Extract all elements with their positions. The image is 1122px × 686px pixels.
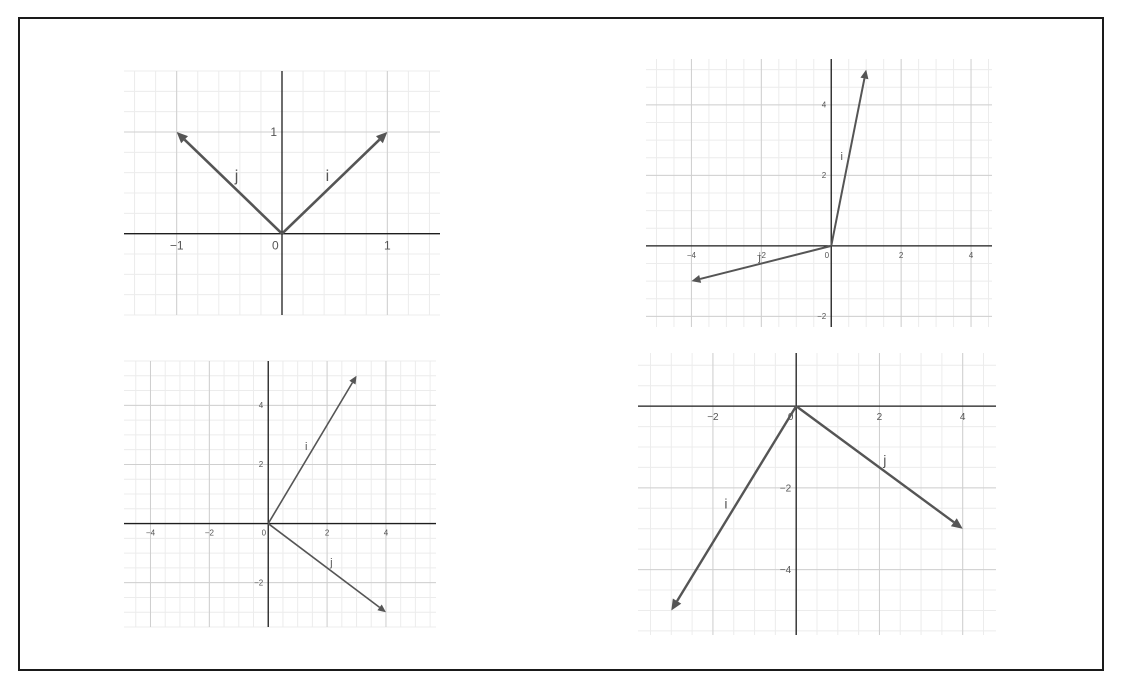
vector-label-i: i (840, 151, 842, 163)
x-tick-label: −2 (757, 251, 767, 260)
vector-shaft (830, 78, 866, 247)
vector-i: i (267, 375, 357, 524)
vector-shaft (267, 382, 354, 524)
vector-label-j: j (882, 452, 886, 468)
x-tick-label: 0 (825, 251, 830, 260)
coordinate-plane-top-right: −4 −2 0 2 4 −2 2 4 i j (646, 59, 992, 327)
vector-shaft (795, 405, 955, 524)
x-tick-label: −2 (205, 529, 215, 538)
y-tick-label: −2 (817, 312, 827, 321)
y-tick-label: −2 (780, 483, 792, 494)
y-tick-label: 2 (259, 460, 264, 469)
x-tick-label: 1 (384, 239, 391, 253)
coordinate-plane-bottom-right: −2 0 2 4 −2 −4 i j (638, 353, 996, 635)
coordinate-plane-top-left: −1 0 1 1 i j (124, 70, 440, 316)
vector-i: i (830, 69, 869, 247)
x-tick-label: −2 (707, 412, 719, 423)
x-tick-label: −4 (146, 529, 156, 538)
x-tick-label: 4 (384, 529, 389, 538)
y-tick-label: 4 (822, 101, 827, 110)
arrowhead (377, 604, 386, 613)
x-tick-label: 4 (969, 251, 974, 260)
vector-i: i (281, 132, 388, 235)
vector-label-i: i (326, 168, 330, 185)
y-tick-label: −4 (780, 565, 792, 576)
x-tick-label: −1 (170, 239, 184, 253)
y-tick-label: −2 (254, 578, 264, 587)
arrowhead (671, 598, 682, 611)
plot-top-right: −4 −2 0 2 4 −2 2 4 i j (646, 59, 992, 327)
coordinate-plane-bottom-left: −4 −2 0 2 4 −2 2 4 i j (124, 360, 436, 628)
minor-grid (638, 353, 996, 635)
minor-grid (124, 360, 436, 628)
minor-grid (646, 59, 992, 327)
x-tick-label: −4 (687, 251, 697, 260)
vector-label-j: j (234, 168, 239, 185)
vector-label-j: j (757, 251, 760, 263)
arrowhead (860, 69, 869, 80)
x-tick-label: 2 (325, 529, 330, 538)
vector-i: i (671, 405, 798, 611)
vector-label-i: i (305, 441, 307, 453)
arrowhead (691, 275, 702, 283)
x-tick-label: 0 (788, 412, 794, 423)
vector-shaft (281, 138, 381, 235)
vector-j: j (691, 244, 832, 283)
x-tick-label: 2 (877, 412, 883, 423)
y-tick-label: 4 (259, 401, 264, 410)
arrowhead (176, 132, 189, 144)
vector-j: j (795, 405, 963, 529)
vector-j: j (267, 522, 386, 613)
arrowhead (950, 518, 963, 529)
x-tick-label: 0 (262, 529, 267, 538)
vector-label-i: i (724, 495, 727, 511)
figure-frame: −1 0 1 1 i j −4 −2 0 2 4 −2 2 4 i j −4 −2 0 2 4 −2 2 4 i j −2 0 2… (18, 17, 1104, 671)
arrowhead (375, 132, 388, 144)
vector-label-j: j (329, 557, 332, 569)
vector-shaft (676, 405, 798, 602)
arrowhead (349, 375, 357, 385)
vector-shaft (699, 244, 832, 280)
vector-shaft (183, 138, 283, 235)
vector-j: j (176, 132, 283, 235)
x-tick-label: 0 (272, 239, 279, 253)
y-tick-label: 2 (822, 171, 827, 180)
x-tick-label: 2 (899, 251, 904, 260)
y-tick-label: 1 (270, 125, 277, 139)
vector-shaft (267, 522, 381, 609)
x-tick-label: 4 (960, 412, 966, 423)
plot-bottom-left: −4 −2 0 2 4 −2 2 4 i j (124, 360, 436, 628)
plot-bottom-right: −2 0 2 4 −2 −4 i j (638, 353, 996, 635)
plot-top-left: −1 0 1 1 i j (124, 70, 440, 316)
